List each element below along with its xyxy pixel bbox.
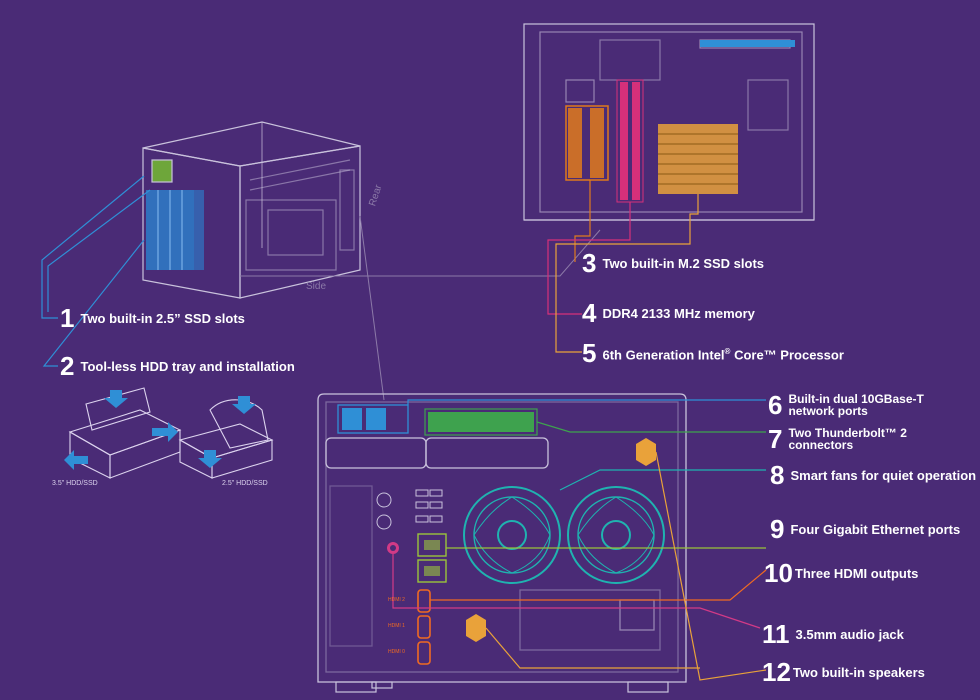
feature-label: DDR4 2133 MHz memory xyxy=(602,305,755,321)
feature-1: 1 Two built-in 2.5” SSD slots xyxy=(60,305,245,331)
view-connector-line xyxy=(240,229,601,277)
speakers xyxy=(466,438,656,642)
feature-label: Two built-in M.2 SSD slots xyxy=(602,255,765,271)
view-connector-line-2 xyxy=(359,215,385,401)
feature-label: 3.5mm audio jack xyxy=(795,626,904,642)
rear-panel-feet xyxy=(335,681,669,693)
leader-lines-top xyxy=(41,175,699,367)
feature-label: Four Gigabit Ethernet ports xyxy=(790,521,961,537)
usb-ports xyxy=(376,489,443,530)
hdd-tray-25 xyxy=(178,399,274,479)
feature-label: Smart fans for quiet operation xyxy=(790,467,977,483)
feature-3: 3 Two built-in M.2 SSD slots xyxy=(582,250,764,276)
side-view-label: Side xyxy=(306,281,327,292)
tray-label-35: 3.5" HDD/SSD xyxy=(52,480,98,487)
feature-number: 5 xyxy=(582,338,597,368)
feature-number: 10 xyxy=(764,558,793,588)
m2-ssd-slots xyxy=(565,105,609,181)
feature-number: 2 xyxy=(60,351,75,381)
feature-5: 5 6th Generation Intel® Core™ Processor xyxy=(582,340,844,366)
feature-number: 3 xyxy=(582,248,597,278)
feature-number: 1 xyxy=(60,303,75,333)
tray-label-25: 2.5" HDD/SSD xyxy=(222,480,268,487)
feature-label: Two built-in 2.5” SSD slots xyxy=(80,310,245,326)
feature-9: 9 Four Gigabit Ethernet ports xyxy=(770,516,960,542)
feature-label: Three HDMI outputs xyxy=(794,565,919,581)
thunderbolt-connectors xyxy=(424,408,538,436)
feature-number: 7 xyxy=(768,424,783,454)
feature-8: 8 Smart fans for quiet operation xyxy=(770,462,976,488)
audio-jack xyxy=(387,542,399,554)
rear-board-chassis xyxy=(523,23,815,221)
ten-gbe-ports xyxy=(337,404,409,434)
feature-11: 11 3.5mm audio jack xyxy=(762,621,904,647)
feature-number: 12 xyxy=(762,657,791,687)
feature-10: 10 Three HDMI outputs xyxy=(764,560,918,586)
feature-number: 6 xyxy=(768,390,783,420)
feature-label: 6th Generation Intel® Core™ Processor xyxy=(602,346,844,363)
hdd-tray-arrows xyxy=(64,390,178,470)
feature-label: Two built-in speakers xyxy=(792,664,925,680)
side-view-drive-bays xyxy=(146,190,204,270)
hdmi-label-1: HDMI 1 xyxy=(388,623,405,629)
hdmi-label-2: HDMI 2 xyxy=(388,597,405,603)
feature-number: 9 xyxy=(770,514,785,544)
feature-12: 12 Two built-in speakers xyxy=(762,659,925,685)
feature-number: 4 xyxy=(582,298,597,328)
side-view-chassis xyxy=(142,121,361,299)
feature-2: 2 Tool-less HDD tray and installation xyxy=(60,353,295,379)
hdmi-ports xyxy=(417,589,431,665)
pcie-slot xyxy=(700,40,795,47)
memory-modules xyxy=(616,79,644,203)
hdmi-label-0: HDMI 0 xyxy=(388,649,405,655)
smart-fans xyxy=(463,486,665,584)
feature-number: 11 xyxy=(762,619,790,649)
feature-4: 4 DDR4 2133 MHz memory xyxy=(582,300,755,326)
leader-lines-bottom xyxy=(392,399,767,681)
hdd-tray-25-arrows xyxy=(198,396,256,468)
gbe-ports xyxy=(417,533,447,583)
rear-panel xyxy=(317,393,687,683)
cpu-heatsink xyxy=(658,124,738,194)
feature-number: 8 xyxy=(770,460,785,490)
feature-label: Tool-less HDD tray and installation xyxy=(80,358,295,374)
